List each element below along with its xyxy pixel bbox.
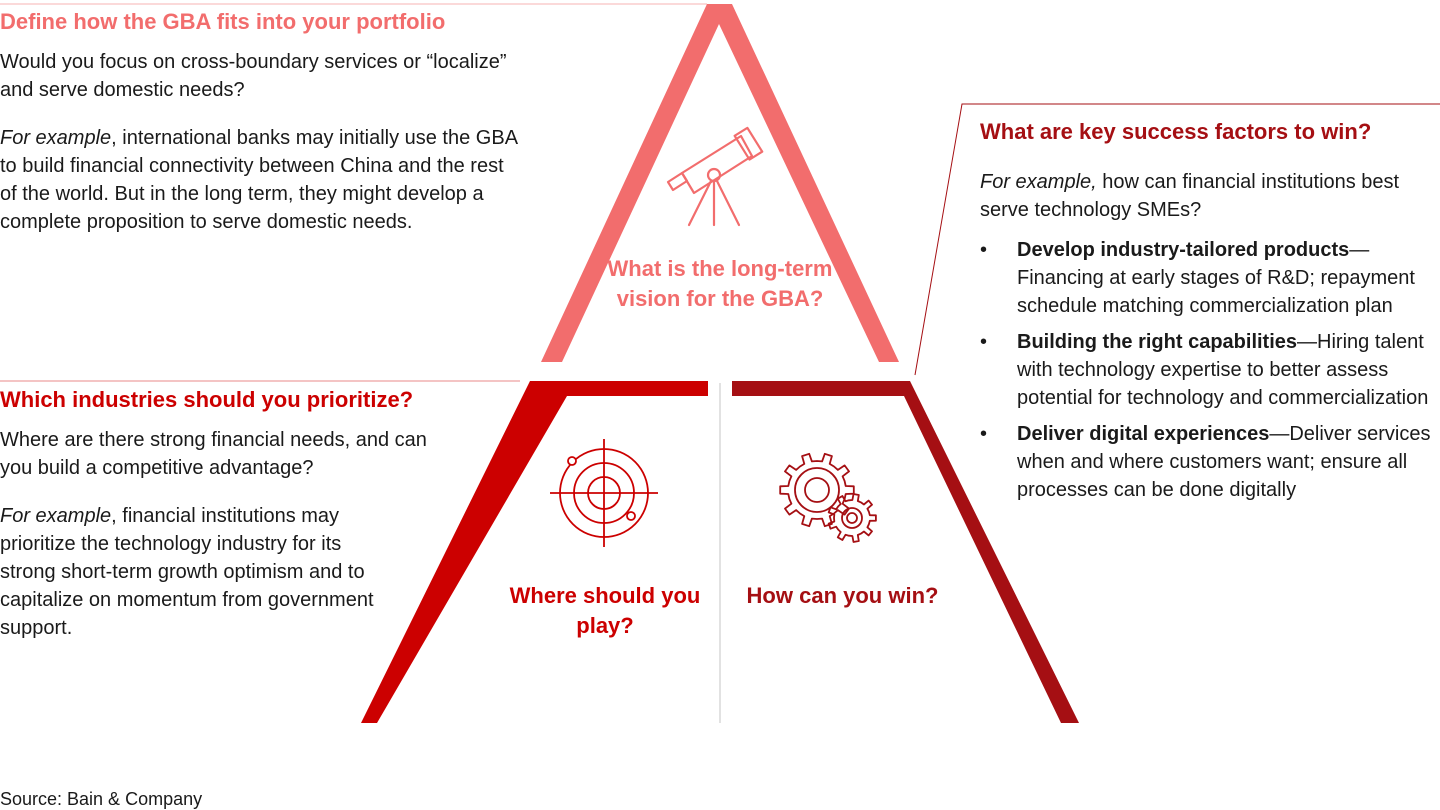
list-item: • Deliver digital experiences—Deliver ser… — [980, 420, 1440, 504]
industries-heading: Which industries should you prioritize? — [0, 387, 414, 412]
industries-section: Which industries should you prioritize? … — [0, 386, 500, 642]
success-example: For example, how can financial instituti… — [980, 168, 1440, 224]
factor-text: —Deliver services when and where custome… — [1017, 423, 1431, 501]
top-triangle — [541, 4, 899, 362]
portfolio-section: Define how the GBA fits into your portfo… — [0, 8, 520, 236]
target-icon — [550, 439, 658, 547]
success-factors-list: • Develop industry-tailored products—Fina… — [980, 236, 1440, 504]
success-heading: What are key success factors to win? — [980, 119, 1372, 144]
portfolio-question: Would you focus on cross-boundary servic… — [0, 51, 507, 101]
industries-question: Where are there strong financial needs, … — [0, 429, 427, 479]
industries-example-text: , financial institutions may prioritize … — [0, 505, 374, 639]
bullet: • — [980, 423, 988, 445]
list-item: • Building the right capabilities—Hiring … — [980, 328, 1440, 412]
portfolio-heading: Define how the GBA fits into your portfo… — [0, 9, 446, 34]
industries-example: For example, financial institutions may … — [0, 502, 390, 642]
success-section: What are key success factors to win? For… — [980, 118, 1440, 512]
portfolio-example: For example, international banks may ini… — [0, 124, 520, 236]
industries-example-prefix: For example — [0, 505, 112, 527]
factor-title: Deliver digital experiences — [1017, 423, 1270, 445]
factor-title: Develop industry-tailored products — [1017, 239, 1350, 261]
left-trapezoid — [361, 381, 708, 723]
factor-text: —Financing at early stages of R&D; repay… — [1017, 239, 1415, 317]
factor-title: Building the right capabilities — [1017, 331, 1298, 353]
success-example-prefix: For example, — [980, 171, 1097, 193]
bullet: • — [980, 239, 988, 261]
portfolio-example-text: , international banks may initially use … — [0, 127, 517, 233]
vision-label: What is the long-term vision for the GBA… — [607, 256, 833, 311]
gears-icon — [779, 452, 877, 543]
list-item: • Develop industry-tailored products—Fina… — [980, 236, 1440, 320]
factor-text: —Hiring talent with technology expertise… — [1017, 331, 1429, 409]
portfolio-example-prefix: For example — [0, 127, 112, 149]
connector-line-right — [914, 103, 1440, 376]
success-example-text: how can financial institutions best serv… — [980, 171, 1400, 221]
win-label: How can you win? — [746, 583, 939, 608]
source-note: Source: Bain & Company — [0, 789, 203, 809]
bullet: • — [980, 331, 988, 353]
telescope-icon — [666, 126, 764, 227]
play-label: Where should you play? — [509, 583, 701, 638]
